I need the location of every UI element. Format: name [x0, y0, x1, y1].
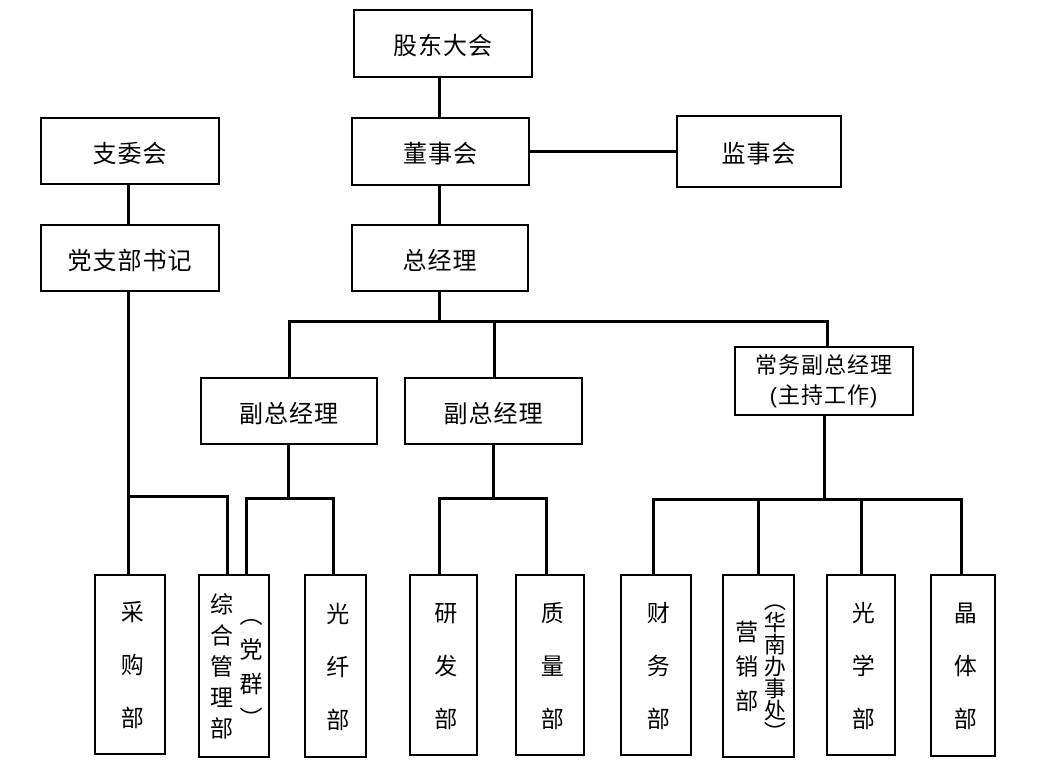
edge-executive-deputy-stem	[823, 416, 826, 501]
node-branch-committee: 支委会	[40, 117, 220, 185]
node-label: 常务副总经理	[754, 353, 893, 379]
edge-executive-finance-drop	[652, 498, 655, 574]
node-label: 财务部	[643, 600, 670, 760]
edge-secretary-branch-bar	[127, 495, 229, 498]
node-purchasing-dept: 采购部	[94, 574, 166, 759]
edge-deputy-middle-bar	[438, 497, 548, 500]
node-label: 副总经理	[239, 400, 339, 428]
edge-gm-split-bar	[289, 320, 829, 323]
node-label: 质量部	[537, 600, 564, 760]
edge-deputy-left-admin-drop	[245, 497, 248, 574]
edge-gm-stem	[438, 292, 441, 323]
node-rd-dept: 研发部	[409, 574, 478, 759]
node-label: 董事会	[403, 141, 478, 168]
edge-secretary-admin-drop	[226, 495, 229, 574]
node-marketing-dept: 营销部 （华南办事处）	[722, 574, 795, 758]
node-finance-dept: 财务部	[620, 574, 692, 759]
node-label: 晶体部	[950, 601, 977, 760]
node-sublabel: (主持工作)	[769, 383, 879, 408]
edge-deputy-left-stem	[287, 445, 290, 499]
edge-gm-deputy-middle-drop	[493, 320, 496, 377]
edge-board-gm	[438, 186, 441, 224]
edge-executive-optics-drop	[860, 498, 863, 574]
node-fiber-dept: 光纤部	[304, 574, 367, 761]
edge-deputy-left-fiber-drop	[332, 497, 335, 574]
edge-gm-deputy-left-drop	[288, 320, 291, 377]
edge-gm-executive-deputy-drop	[826, 320, 829, 346]
edge-deputy-middle-stem	[492, 445, 495, 499]
node-crystal-dept: 晶体部	[930, 574, 996, 760]
node-label: 党支部书记	[67, 247, 193, 275]
node-label: 研发部	[430, 600, 457, 760]
edge-deputy-left-bar	[245, 497, 335, 500]
node-deputy-gm-left: 副总经理	[200, 377, 378, 445]
node-optics-dept: 光学部	[826, 574, 896, 759]
node-executive-deputy-gm: 常务副总经理 (主持工作)	[734, 346, 914, 416]
node-board-of-directors: 董事会	[351, 117, 530, 186]
node-quality-dept: 质量部	[515, 574, 585, 759]
node-deputy-gm-middle: 副总经理	[404, 377, 583, 445]
node-label: 副总经理	[443, 400, 544, 428]
edge-committee-secretary	[127, 185, 130, 224]
edge-board-supervisory	[530, 150, 676, 153]
edge-executive-crystal-drop	[960, 498, 963, 574]
edge-executive-deputy-bar	[652, 498, 963, 501]
node-note: （华南办事处）	[760, 589, 786, 743]
edge-shareholders-board	[438, 78, 441, 117]
node-supervisory-board: 监事会	[676, 115, 842, 188]
node-label: 综合管理部	[206, 592, 233, 748]
node-label: 股东大会	[393, 33, 493, 60]
edge-secretary-purchasing-drop	[127, 292, 130, 574]
node-shareholders-meeting: 股东大会	[353, 9, 533, 78]
node-label: 监事会	[721, 141, 797, 168]
node-party-branch-secretary: 党支部书记	[40, 224, 220, 292]
node-label: 光纤部	[322, 601, 349, 761]
node-general-manager: 总经理	[351, 224, 529, 292]
node-label: 支委会	[92, 140, 168, 168]
node-note: （党群）	[235, 602, 262, 741]
edge-deputy-middle-rd-drop	[438, 497, 441, 574]
node-general-admin-dept: 综合管理部 （党群）	[198, 574, 270, 758]
edge-executive-marketing-drop	[757, 498, 760, 574]
edge-deputy-middle-quality-drop	[545, 497, 548, 574]
node-label: 采购部	[117, 600, 144, 759]
node-label: 总经理	[402, 247, 478, 275]
node-label: 营销部	[731, 620, 758, 724]
node-label: 光学部	[848, 600, 875, 760]
